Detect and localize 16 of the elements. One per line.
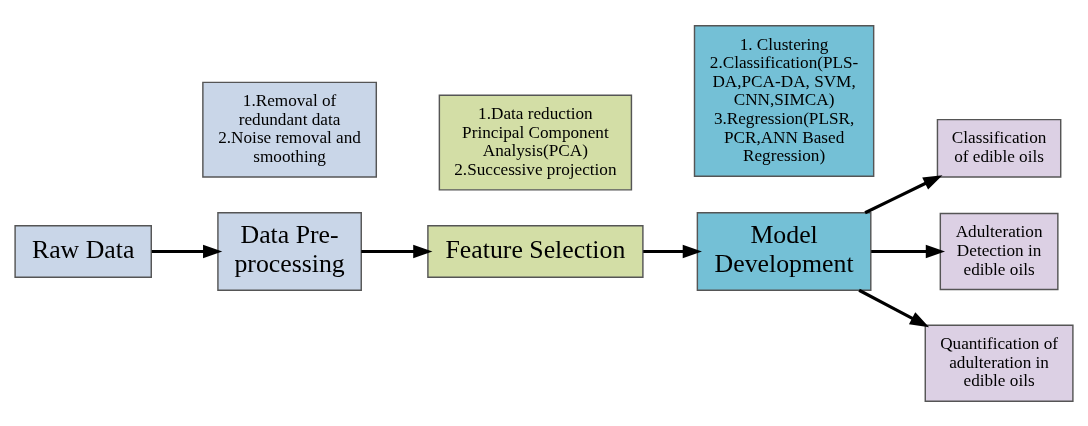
node-box: 1.Removal of redundant data 2.Noise removal and smoothing <box>202 81 377 178</box>
node-box: Quantification of adulteration in edible oils <box>924 324 1074 402</box>
arrow <box>871 244 946 258</box>
node-box: Feature Selection <box>427 224 644 278</box>
node-box: 1. Clustering 2.Classification(PLS-DA,PCA-DA, SVM, CNN,SIMCA) 3.Regression(PLSR, PCR,ANN Based Regression) <box>693 24 875 177</box>
arrow <box>361 244 433 258</box>
arrow <box>864 174 943 214</box>
arrow <box>151 244 223 258</box>
arrow <box>858 288 930 327</box>
node-box: Raw Data <box>14 224 152 278</box>
node-box: Model Development <box>696 211 872 291</box>
node-box: Classification of edible oils <box>936 118 1062 178</box>
arrow <box>643 244 702 258</box>
node-box: Adulteration Detection in edible oils <box>939 212 1059 290</box>
node-box: Data Pre-processing <box>217 211 362 291</box>
node-box: 1.Data reduction Principal Component Analysis(PCA) 2.Successive projection <box>438 94 633 191</box>
